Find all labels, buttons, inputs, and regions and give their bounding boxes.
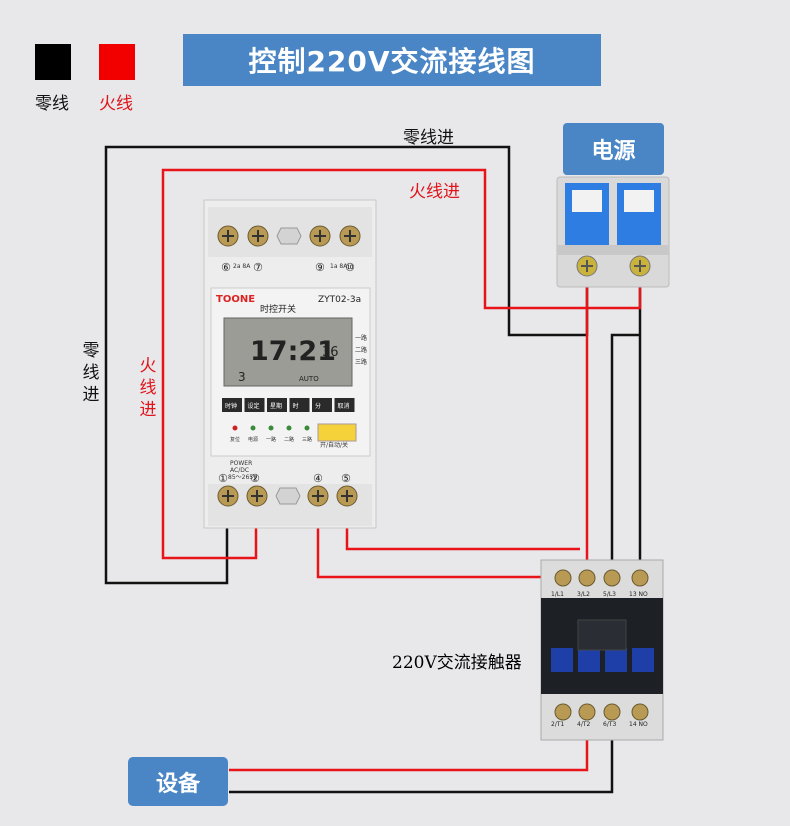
live-in-side-label: 火线进 [139,356,157,420]
indicator-label: 复位 [230,436,240,443]
indicator-led [250,425,256,431]
neutral-in-side-label: 零线进 [82,341,100,405]
timer-button [312,398,332,412]
timer-button [267,398,287,412]
neutral-legend-label: 零线 [35,94,69,114]
timer-button-label: 取消 [338,402,350,410]
timer-name-label: 时控开关 [260,303,296,315]
power-source-label: 电源 [563,123,664,175]
lcd-seconds: 36 [322,345,339,360]
circuit-breaker [556,176,670,288]
contactor-label: 220V交流接触器 [392,653,522,673]
indicator-led [286,425,292,431]
neutral-wire-cross [610,333,640,583]
contactor-top-1: 1/L1 [551,591,564,598]
timer-button-label: 星期 [270,402,282,410]
contactor-bottom-1: 2/T1 [551,721,565,728]
timer-button-label: 分 [315,402,321,410]
timer-model-label: ZYT02-3a [318,295,361,305]
contactor-bottom-2: 4/T2 [577,721,591,728]
contactor-bottom-3: 6/T3 [603,721,617,728]
indicator-led [268,425,274,431]
live-legend-swatch [99,44,135,80]
rating-right-label: 1a 8A [330,263,348,270]
terminal-2-label: ② [250,472,260,485]
side-channel-3: 三路 [355,358,367,366]
indicator-led [232,425,238,431]
lcd-day: 3 [238,370,246,384]
ac-contactor: 1/L1 3/L2 5/L3 13 NO 2/T1 4/T2 6/T3 14 N… [540,559,664,741]
neutral-wire-device [229,725,614,794]
indicator-label: 一路 [266,436,276,443]
timer-switch: ⑥ ⑦ ⑨ ⑩ 2a 8A 1a 8A TOONE 时控开关 ZYT02-3a … [203,199,377,529]
timer-button [334,398,355,412]
contactor-top-4: 13 NO [629,591,648,598]
live-legend-label: 火线 [99,94,133,114]
terminal-9-label: ⑨ [315,261,325,274]
neutral-legend-swatch [35,44,71,80]
lcd-mode: AUTO [299,375,319,383]
neutral-wire-main [104,145,589,585]
contactor-top-3: 5/L3 [603,591,616,598]
terminal-7-label: ⑦ [253,261,263,274]
live-wire-device [229,725,589,772]
timer-button-label: 设定 [248,402,260,410]
terminal-1-label: ① [218,472,228,485]
live-wire-main [161,168,642,560]
side-channel-2: 二路 [355,346,367,354]
indicator-label: 三路 [302,436,312,443]
mode-switch-label: 开/自动/关 [320,441,348,449]
indicator-label: 二路 [284,436,294,443]
terminal-6-label: ⑥ [221,261,231,274]
brand-logo: TOONE [216,294,255,305]
timer-button [289,398,310,412]
side-channel-1: 一路 [355,334,367,342]
terminal-4-label: ④ [313,472,323,485]
power-label: POWER [230,460,252,467]
neutral-in-top-label: 零线进 [403,128,454,148]
lcd-time: 17:21 [250,336,336,367]
device-label: 设备 [128,757,228,806]
timer-button-label: 时 [293,402,299,410]
diagram-title: 控制220V交流接线图 [183,34,601,86]
live-in-top-label: 火线进 [409,182,460,202]
terminal-10-label: ⑩ [345,261,355,274]
indicator-led [304,425,310,431]
power-range-label: 85～265V [228,474,258,481]
timer-button-label: 时钟 [225,402,237,410]
contactor-top-2: 3/L2 [577,591,590,598]
terminal-5-label: ⑤ [341,472,351,485]
power-ac-label: AC/DC [230,467,249,474]
timer-button [244,398,265,412]
contactor-bottom-4: 14 NO [629,721,648,728]
live-wire-ch5 [345,500,580,551]
indicator-label: 电源 [248,436,258,443]
timer-button [222,398,242,412]
rating-left-label: 2a 8A [233,263,251,270]
